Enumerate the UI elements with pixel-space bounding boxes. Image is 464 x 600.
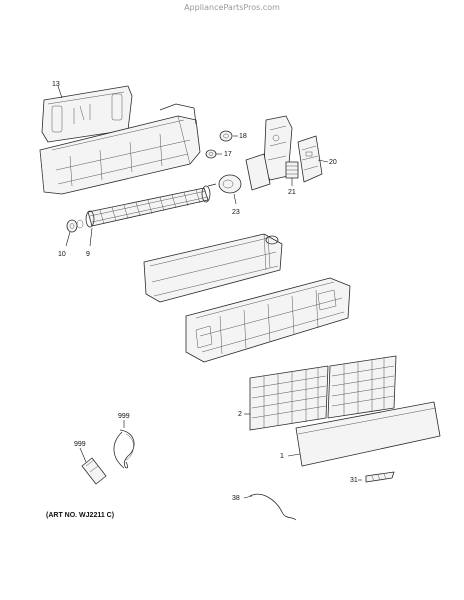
bearing[interactable]: [66, 219, 84, 233]
callout-999-remote: 999: [74, 441, 86, 448]
front-housing[interactable]: [185, 277, 351, 363]
fan-motor[interactable]: [207, 174, 242, 194]
part-17-bushing[interactable]: [205, 149, 217, 159]
callout-10: 10: [58, 251, 66, 258]
control-board[interactable]: [297, 135, 323, 183]
callout-999-harness: 999: [118, 413, 130, 420]
watermark: AppliancePartsPros.com: [184, 3, 280, 12]
electrical-box[interactable]: [245, 115, 293, 191]
chassis-frame[interactable]: [39, 103, 201, 195]
part-18-bushing[interactable]: [219, 130, 233, 142]
evaporator-coil[interactable]: [143, 233, 283, 303]
front-cover[interactable]: [295, 401, 441, 467]
callout-9: 9: [86, 251, 90, 258]
terminal-block[interactable]: [285, 161, 299, 179]
callout-2: 2: [238, 411, 242, 418]
callout-18: 18: [239, 133, 247, 140]
art-number-label: (ART NO. WJ2211 C): [46, 512, 115, 519]
callout-17: 17: [224, 151, 232, 158]
clip-part-31[interactable]: [365, 471, 395, 483]
remote-control[interactable]: [81, 457, 107, 485]
blower-wheel[interactable]: [85, 185, 211, 228]
callout-1: 1: [280, 453, 284, 460]
sensor-wire[interactable]: [249, 493, 297, 521]
wire-harness[interactable]: [113, 429, 135, 469]
callout-21: 21: [288, 189, 296, 196]
callout-31: 31: [350, 477, 358, 484]
air-filters[interactable]: [249, 355, 397, 431]
callout-20: 20: [329, 159, 337, 166]
callout-13: 13: [52, 81, 60, 88]
callout-23: 23: [232, 209, 240, 216]
callout-38: 38: [232, 495, 240, 502]
